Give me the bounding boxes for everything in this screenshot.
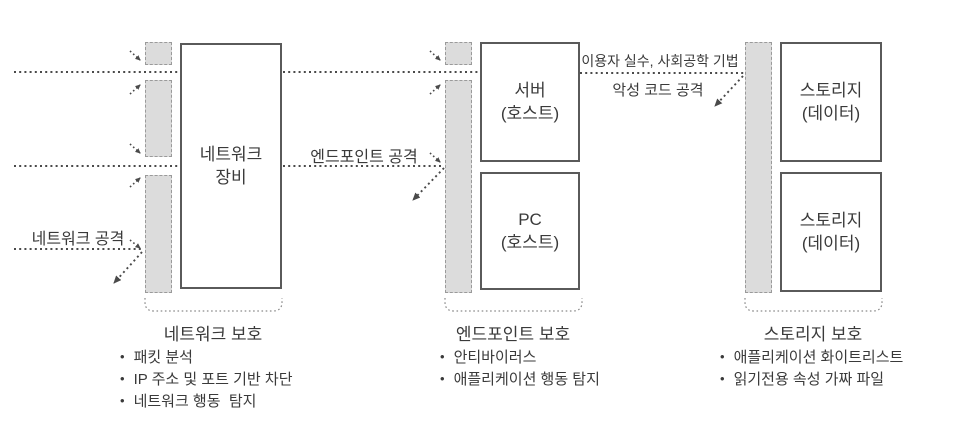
- pc-label-line2: (호스트): [500, 233, 560, 252]
- server-label-line1: 서버: [514, 81, 546, 100]
- converge-arrow: [429, 50, 441, 61]
- endpoint-attack-label: 엔드포인트 공격: [310, 149, 418, 166]
- endpoint-protection-label: 엔드포인트 보호: [455, 325, 571, 344]
- list-item: 네트워크 행동 탐지: [120, 391, 293, 413]
- network-attack-deflect-arrow: [113, 251, 143, 284]
- malware-attack-label: 악성 코드 공격: [612, 82, 704, 99]
- list-item: 패킷 분석: [120, 347, 293, 369]
- network-protection-list: 패킷 분석 IP 주소 및 포트 기반 차단 네트워크 행동 탐지: [120, 347, 293, 413]
- converge-arrow: [129, 143, 141, 154]
- storage-filter-bar: [745, 42, 772, 293]
- converge-arrow: [429, 84, 441, 95]
- storage-bottom-box: 스토리지 (데이터): [780, 172, 882, 292]
- network-device-label-line1: 네트워크: [199, 145, 263, 164]
- list-item: IP 주소 및 포트 기반 차단: [120, 369, 293, 391]
- list-item: 애플리케이션 화이트리스트: [720, 347, 904, 369]
- storage-protection-label: 스토리지 보호: [763, 325, 863, 344]
- storage-protection-list: 애플리케이션 화이트리스트 읽기전용 속성 가짜 파일: [720, 347, 904, 391]
- network-attack-label: 네트워크 공격: [31, 231, 125, 248]
- storage-bottom-label-line1: 스토리지: [799, 211, 863, 230]
- endpoint-protection-bracket: [444, 298, 583, 312]
- social-engineering-label: 이용자 실수, 사회공학 기법: [581, 53, 739, 69]
- list-item: 읽기전용 속성 가짜 파일: [720, 369, 903, 391]
- storage-top-box: 스토리지 (데이터): [780, 42, 882, 162]
- endpoint-filter-bar-segment: [445, 80, 472, 293]
- server-label-line2: (호스트): [500, 104, 560, 123]
- storage-top-label-line1: 스토리지: [799, 81, 863, 100]
- list-item: 애플리케이션 행동 탐지: [440, 369, 600, 391]
- network-device-box: 네트워크 장비: [180, 43, 282, 289]
- server-box: 서버 (호스트): [480, 42, 580, 162]
- storage-protection-bracket: [744, 298, 883, 312]
- endpoint-attack-deflect-arrow: [412, 167, 445, 201]
- endpoint-protection-list: 안티바이러스 애플리케이션 행동 탐지: [440, 347, 600, 391]
- network-filter-bar-segment: [145, 80, 172, 157]
- network-device-label-line2: 장비: [215, 168, 247, 187]
- network-protection-bracket: [144, 298, 283, 312]
- converge-arrow: [129, 177, 141, 188]
- network-filter-bar-segment: [145, 42, 172, 65]
- converge-arrow: [129, 50, 141, 61]
- pc-label-line1: PC: [518, 210, 542, 229]
- network-protection-label: 네트워크 보호: [163, 325, 263, 344]
- pc-box: PC (호스트): [480, 172, 580, 290]
- endpoint-filter-bar-segment: [445, 42, 472, 65]
- storage-bottom-label-line2: (데이터): [801, 234, 861, 253]
- list-item: 안티바이러스: [440, 347, 600, 369]
- storage-top-label-line2: (데이터): [801, 104, 861, 123]
- converge-arrow: [129, 84, 141, 95]
- network-filter-bar-segment: [145, 175, 172, 293]
